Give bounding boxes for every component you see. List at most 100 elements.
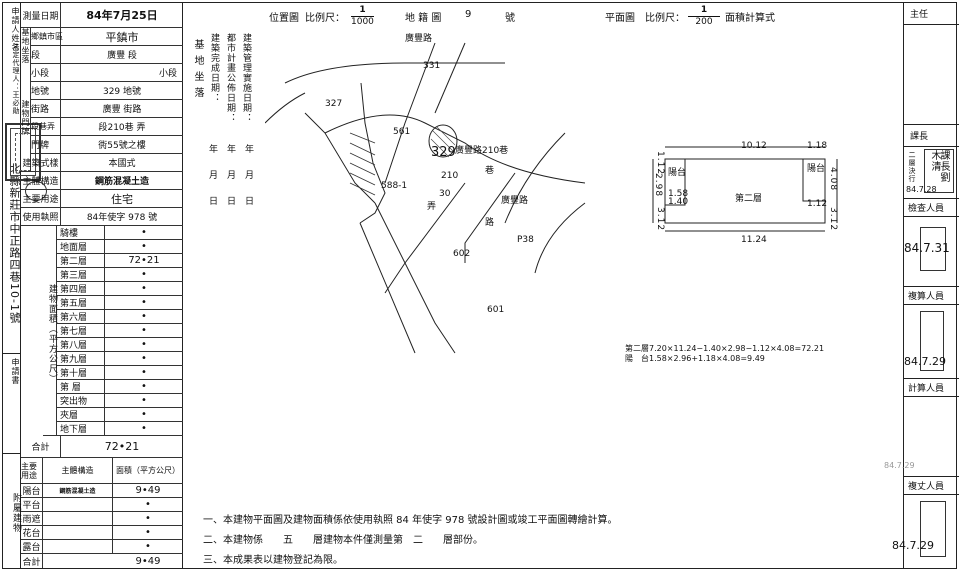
lot-588-1: 588-1 [381, 181, 408, 191]
floor-name: 第三層 [57, 268, 105, 282]
road-label: 廣豐路 [501, 196, 529, 206]
plan-dim: 1.58 [668, 189, 689, 199]
location-scale-den: 1000 [351, 17, 374, 27]
lot-boundary [374, 202, 456, 354]
checker-box: 檢查人員 [904, 199, 959, 217]
lane-label: 段巷弄 [31, 118, 61, 136]
base-group-label: 基地坐落 [21, 28, 31, 118]
number-label: 門牌 [31, 136, 61, 154]
calculator-label: 計算人員 [908, 384, 945, 394]
floor-area: • [105, 226, 183, 240]
annex-area: • [113, 526, 183, 540]
year-month-day-2: 年月日 [227, 145, 237, 207]
annex-struct-label: 主體構造 [43, 458, 113, 484]
year-month-day-1: 年月日 [209, 145, 219, 207]
number-value: 衖55號之樓 [61, 136, 183, 154]
lot-602: 602 [453, 249, 471, 259]
annex-struct [43, 540, 113, 554]
road-edge [434, 42, 466, 114]
plan-label: 平面圖 [605, 13, 635, 24]
building-group-label: 建物門牌 [21, 100, 31, 172]
lot-331: 331 [423, 61, 441, 71]
annex-area: • [113, 498, 183, 512]
chief-sign [904, 25, 959, 125]
floor-area: • [105, 310, 183, 324]
road-label: 巷 [485, 166, 495, 176]
surveyor-sign: 84.7.29 [904, 305, 959, 379]
annex-group-label: 附屬建物 [3, 458, 21, 568]
divider [3, 453, 21, 454]
plan-scale-den: 200 [695, 17, 713, 27]
floor-area: • [105, 366, 183, 380]
floor-name: 第九層 [57, 352, 105, 366]
use-value: 住宅 [61, 190, 183, 208]
plan-dim: 1.18 [807, 141, 828, 151]
note-2: 二、本建物係 五 層建物本件僅測量第 二 層部份。 [203, 535, 483, 546]
annex-struct [43, 498, 113, 512]
divider [3, 353, 21, 354]
date-5: 84.7.29 [892, 539, 934, 552]
location-label: 位置圖 [269, 13, 299, 24]
floor-name: 第七層 [57, 324, 105, 338]
plan-scale-num: 1 [688, 5, 720, 17]
survey-date-value: 84年7月25日 [61, 3, 183, 28]
road-label: 廣豐路 [405, 34, 433, 44]
location-scale-num: 1 [351, 5, 374, 17]
lot-561: 561 [393, 127, 411, 137]
date-2: 84.7.31 [904, 241, 950, 255]
floor-name: 第四層 [57, 282, 105, 296]
transcriber-seal [920, 501, 946, 557]
chief-box: 主任 [904, 3, 959, 25]
subsection-value: 小段 [61, 64, 183, 82]
lot-p38: P38 [517, 235, 534, 245]
floors-group-label: 建物面積（平方公尺） [43, 226, 57, 436]
annex-use: 陽台 [21, 484, 43, 498]
plan-scale-label: 比例尺： [645, 13, 685, 24]
survey-date-label: 測量日期 [21, 3, 61, 28]
road-edge [324, 114, 586, 184]
floor-name: 突出物 [57, 394, 105, 408]
checker-label: 檢查人員 [908, 204, 945, 214]
road-edge [534, 202, 586, 274]
plan-dim: 1.12 [807, 199, 828, 209]
floor-name: 騎樓 [57, 226, 105, 240]
lot-boundary [304, 112, 376, 204]
annex-total-value: 9•49 [135, 555, 161, 567]
annex-area: • [113, 540, 183, 554]
floor-name: 地下層 [57, 422, 105, 436]
plan-scale: 1 200 [688, 5, 720, 28]
street-label: 街路 [31, 100, 61, 118]
annex-use-label: 主要用途 [21, 458, 43, 484]
floor-plan [652, 146, 838, 232]
annex-use: 雨遮 [21, 512, 43, 526]
plan-dim: 4.08 [828, 167, 838, 192]
structure-label: 主體構造 [21, 172, 61, 190]
total-label: 合計 [21, 436, 61, 458]
date-3: 84.7.29 [904, 355, 946, 368]
floor-name: 第八層 [57, 338, 105, 352]
total-value: 72•21 [61, 436, 183, 458]
floor-area: • [105, 352, 183, 366]
calc-line2: 陽 台1.58×2.96+1.18×4.08=9.49 [625, 354, 765, 363]
drawing-area: 位置圖 比例尺： 1 1000 地 籍 圖 9 號 平面圖 比例尺： 1 200… [185, 3, 903, 568]
section-value: 廣豐 段 [61, 46, 183, 64]
transcriber-sign: 84.7.29 [892, 495, 959, 568]
floor-name: 第 層 [57, 380, 105, 394]
transcriber-box: 複丈人員 [904, 477, 959, 495]
lot-boundary [359, 82, 386, 224]
section-chief-box: 課長 [904, 125, 959, 147]
plan-dim: 1.40 [668, 197, 689, 207]
location-land-suffix: 號 [505, 13, 515, 24]
floor-name: 第六層 [57, 310, 105, 324]
annex-total-label: 合計 [21, 554, 43, 568]
plan-dim: 1.12 [655, 151, 665, 176]
structure-value: 鋼筋混凝土造 [61, 172, 183, 190]
map-number: 30 [439, 189, 451, 199]
calculator-sign: 84.7.29 [884, 397, 959, 477]
calculator-box: 計算人員 [904, 379, 959, 397]
road-edge [504, 132, 566, 224]
floor-label: 第二層 [735, 194, 763, 204]
floor-name: 第十層 [57, 366, 105, 380]
road-edge [384, 42, 436, 184]
annex-struct [43, 512, 113, 526]
